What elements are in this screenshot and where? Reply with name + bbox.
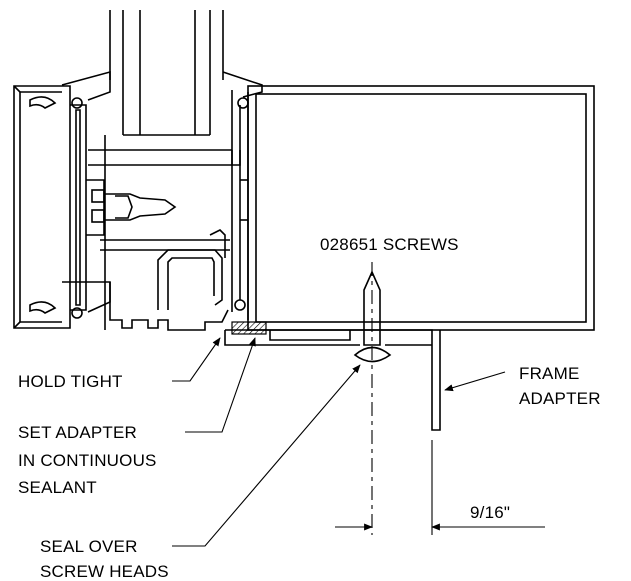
face-cap <box>13 85 62 329</box>
leader-seal-over <box>172 364 361 547</box>
mullion-tube <box>231 90 249 320</box>
thermal-isolator <box>91 180 177 235</box>
label-frame-adapter-line2: ADAPTER <box>519 389 601 408</box>
label-seal-over-line1: SEAL OVER <box>40 537 138 556</box>
top-glazing-gaskets <box>29 70 263 109</box>
label-dimension: 9/16" <box>470 503 511 522</box>
leader-frame-adapter <box>444 371 506 392</box>
pressure-plate <box>62 85 105 329</box>
frame-adapter <box>224 329 441 431</box>
label-frame-adapter-line1: FRAME <box>519 364 580 383</box>
screw <box>353 262 392 535</box>
leader-hold-tight <box>172 337 221 382</box>
frame-tube <box>247 85 595 331</box>
dimension-9-16 <box>335 440 545 535</box>
label-seal-over-line2: SCREW HEADS <box>40 562 169 581</box>
glazing-infill <box>109 10 224 136</box>
label-screws: 028651 SCREWS <box>320 235 459 254</box>
label-hold-tight: HOLD TIGHT <box>18 372 123 391</box>
label-set-adapter-line1: SET ADAPTER <box>18 423 138 442</box>
label-set-adapter-line2: IN CONTINUOUS <box>18 451 157 470</box>
mullion-foot <box>109 229 229 331</box>
leader-set-adapter <box>185 337 256 433</box>
label-set-adapter-line3: SEALANT <box>18 478 97 497</box>
bottom-gaskets <box>29 281 246 319</box>
sealant-hatch <box>231 321 267 335</box>
